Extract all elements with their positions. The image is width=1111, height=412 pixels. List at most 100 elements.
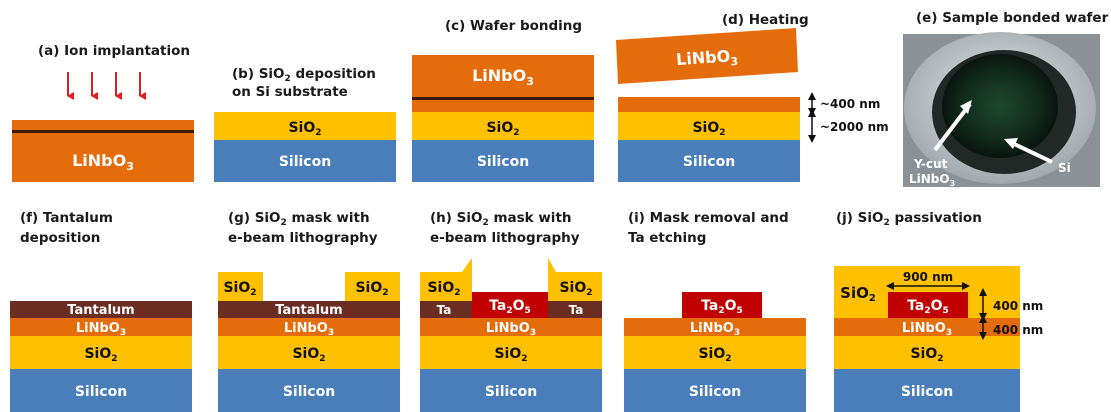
- linbo3-layer: [218, 318, 400, 336]
- implant-line: [12, 130, 194, 133]
- dim-linbo3-thickness: 400 nm: [993, 323, 1043, 337]
- sio2-passivation-label: SiO2: [840, 284, 876, 304]
- dim-core-width: 900 nm: [903, 270, 953, 284]
- linbo3-label: LiNbO3: [76, 321, 126, 338]
- silicon-layer: [214, 140, 396, 182]
- tantalum-layer: [218, 301, 400, 318]
- caption-e: (e) Sample bonded wafer: [916, 10, 1109, 26]
- silicon-layer: [624, 369, 806, 412]
- sio2-mask-left: [218, 272, 263, 301]
- caption-i-line1: (i) Mask removal and: [628, 210, 789, 226]
- arrow-ycut: [933, 102, 972, 152]
- sio2-label: SiO2: [692, 120, 725, 138]
- arrow-ycut-head: [960, 100, 972, 114]
- silicon-label: Silicon: [689, 384, 741, 400]
- silicon-label: Silicon: [485, 384, 537, 400]
- caption-g-line1: (g) SiO2 mask with: [228, 210, 370, 228]
- linbo3-wafer: [942, 54, 1058, 158]
- caption-b-line1: (b) SiO2 deposition: [232, 66, 376, 84]
- silicon-layer: [412, 140, 594, 182]
- ta-label: Ta: [569, 303, 584, 317]
- caption-i-line2: Ta etching: [628, 230, 706, 246]
- silicon-layer: [10, 369, 192, 412]
- photo-label-ycut: Y-cut: [913, 157, 948, 171]
- linbo3-layer: [834, 318, 1020, 336]
- sio2-mask-label: SiO2: [427, 280, 460, 298]
- panel-h: (h) SiO2 mask with e-beam lithography Si…: [420, 210, 602, 412]
- sio2-layer: [218, 336, 400, 369]
- sio2-mask-label: SiO2: [355, 280, 388, 298]
- sio2-label: SiO2: [486, 120, 519, 138]
- linbo3-label: LiNbO3: [902, 321, 952, 338]
- ta2o5-label: Ta2O5: [701, 298, 743, 316]
- photo-label-linbo3: LiNbO3: [909, 172, 955, 188]
- panel-f: (f) Tantalum deposition Tantalum LiNbO3 …: [10, 210, 192, 412]
- caption-h-line1: (h) SiO2 mask with: [430, 210, 572, 228]
- silicon-layer: [420, 369, 602, 412]
- caption-c: (c) Wafer bonding: [445, 18, 582, 34]
- sio2-layer: [618, 112, 800, 140]
- silicon-label: Silicon: [279, 154, 331, 170]
- tantalum-layer: [10, 301, 192, 318]
- caption-b-line2: on Si substrate: [232, 84, 348, 100]
- sio2-layer: [412, 112, 594, 140]
- sio2-label: SiO2: [84, 346, 117, 364]
- dim-linbo3-thickness: ~400 nm: [820, 97, 880, 111]
- linbo3-layer: [420, 318, 602, 336]
- sio2-layer: [624, 336, 806, 369]
- silicon-layer: [834, 369, 1020, 412]
- bond-line: [412, 97, 594, 100]
- linbo3-label: LiNbO3: [472, 66, 534, 88]
- panel-d: (d) Heating LiNbO3 SiO2 Silicon ~400 nm …: [616, 12, 889, 182]
- sio2-layer: [214, 112, 396, 140]
- panel-g: (g) SiO2 mask with e-beam lithography Si…: [218, 210, 400, 412]
- sio2-layer: [834, 336, 1020, 369]
- ta2o5-label: Ta2O5: [489, 298, 531, 316]
- dim-ta2o5-thickness: 400 nm: [993, 299, 1043, 313]
- caption-f-line1: (f) Tantalum: [20, 210, 113, 226]
- linbo3-label: LiNbO3: [690, 321, 740, 338]
- caption-f-line2: deposition: [20, 230, 100, 246]
- linbo3-layer: [412, 55, 594, 97]
- panel-a: (a) Ion implantation LiNbO3: [12, 43, 194, 182]
- caption-j: (j) SiO2 passivation: [836, 210, 982, 228]
- sio2-layer: [420, 336, 602, 369]
- silicon-layer: [218, 369, 400, 412]
- arrow-si: [1009, 140, 1053, 164]
- tantalum-label: Tantalum: [275, 303, 342, 318]
- dim-sio2-thickness: ~2000 nm: [820, 120, 889, 134]
- caption-a: (a) Ion implantation: [38, 43, 190, 59]
- linbo3-layer: [624, 318, 806, 336]
- ta2o5-core: [682, 292, 762, 318]
- sio2-mask-label: SiO2: [223, 280, 256, 298]
- sio2-label: SiO2: [698, 346, 731, 364]
- silicon-label: Silicon: [283, 384, 335, 400]
- linbo3-split-layer: [616, 28, 798, 84]
- sio2-label: SiO2: [288, 120, 321, 138]
- tantalum-right: [548, 301, 602, 318]
- sio2-mask-left: [420, 258, 472, 301]
- linbo3-label: LiNbO3: [72, 151, 134, 173]
- silicon-label: Silicon: [75, 384, 127, 400]
- ta2o5-core: [888, 292, 968, 318]
- tantalum-left: [420, 301, 472, 318]
- panel-e: (e) Sample bonded wafer Y-cut LiNbO3 Si: [903, 10, 1109, 188]
- linbo3-thin-layer: [618, 97, 800, 112]
- linbo3-label: LiNbO3: [486, 321, 536, 338]
- sio2-label: SiO2: [292, 346, 325, 364]
- linbo3-label: LiNbO3: [675, 46, 738, 72]
- sio2-layer: [10, 336, 192, 369]
- sio2-label: SiO2: [910, 346, 943, 364]
- photo-label-si: Si: [1058, 161, 1071, 175]
- caption-d: (d) Heating: [722, 12, 809, 28]
- silicon-label: Silicon: [901, 384, 953, 400]
- panel-j: (j) SiO2 passivation SiO2 Ta2O5 900 nm L…: [834, 210, 1043, 412]
- linbo3-layer: [10, 318, 192, 336]
- linbo3-thin-layer: [412, 100, 594, 112]
- sio2-label: SiO2: [494, 346, 527, 364]
- panel-i: (i) Mask removal and Ta etching Ta2O5 Li…: [624, 210, 806, 412]
- arrow-si-head: [1004, 138, 1018, 149]
- panel-b: (b) SiO2 deposition on Si substrate SiO2…: [214, 66, 396, 182]
- silicon-label: Silicon: [477, 154, 529, 170]
